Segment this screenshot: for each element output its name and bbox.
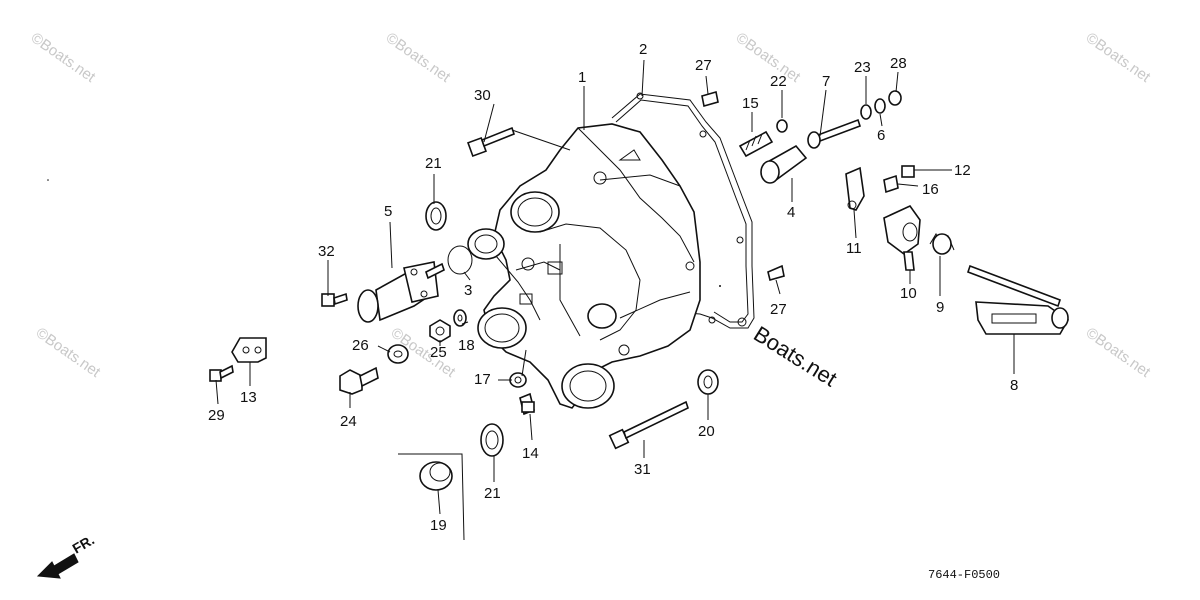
callout-12: 12 (954, 162, 971, 179)
callout-11: 11 (846, 240, 862, 257)
callout-22: 22 (770, 73, 787, 90)
front-marker-label: FR. (70, 531, 98, 556)
callout-19: 19 (430, 517, 447, 534)
callout-26: 26 (352, 337, 369, 354)
washer-6-part (874, 98, 886, 114)
callout-13: 13 (240, 389, 257, 406)
callout-31: 31 (634, 461, 651, 478)
stray-marks (47, 179, 721, 287)
callout-14: 14 (522, 445, 539, 462)
callout-6: 6 (877, 127, 885, 144)
callout-21-lower: 21 (484, 485, 501, 502)
bolt-24-part (339, 366, 379, 395)
plug-19-part (419, 461, 453, 491)
oil-seal-21-lower-part (480, 423, 504, 457)
callout-15: 15 (742, 95, 759, 112)
arm-11-part (845, 166, 865, 211)
plug-frame (398, 453, 465, 541)
washer-23-part (860, 104, 872, 120)
callout-29: 29 (208, 407, 225, 424)
seal-17-part (509, 372, 527, 388)
spring-9-part (929, 232, 955, 255)
callout-9: 9 (936, 299, 944, 316)
washer-28-part (888, 90, 902, 106)
watermark: ©Boats.net (33, 324, 104, 381)
gasket-holes (636, 92, 747, 327)
nut-25-part (429, 319, 451, 343)
watermark: ©Boats.net (1083, 29, 1154, 86)
callout-7: 7 (822, 73, 830, 90)
o-ring-3-part (447, 245, 473, 275)
watermark: ©Boats.net (28, 29, 99, 86)
callout-1: 1 (578, 69, 586, 86)
callout-4: 4 (787, 204, 795, 221)
callout-18: 18 (458, 337, 475, 354)
pin-27-top-part (701, 90, 719, 108)
pin-27-lower-part (767, 264, 785, 281)
washer-22-part (776, 119, 788, 133)
bolt-7-part (807, 118, 862, 149)
case-cover-part (467, 123, 701, 409)
brand-stamp: Boats.net (749, 321, 841, 391)
callout-3: 3 (464, 282, 472, 299)
callout-24: 24 (340, 413, 357, 430)
washer-16-part (883, 174, 899, 194)
diagram-code: 7644-F0500 (928, 568, 1000, 582)
oil-seal-21-upper-part (425, 201, 447, 231)
callout-21-upper: 21 (425, 155, 442, 172)
callout-30: 30 (474, 87, 491, 104)
callout-17: 17 (474, 371, 491, 388)
callout-5: 5 (384, 203, 392, 220)
bolt-32-part (321, 292, 348, 307)
watermark: ©Boats.net (1083, 324, 1154, 381)
bolt-30-part (467, 126, 515, 157)
bolt-14-part (519, 392, 535, 416)
housing-5-part (357, 261, 445, 323)
callout-20: 20 (698, 423, 715, 440)
callout-2: 2 (639, 41, 647, 58)
watermark: ©Boats.net (383, 29, 454, 86)
bolt-31-part (608, 400, 689, 450)
front-arrow-icon (36, 553, 79, 579)
gasket-part-inner (615, 99, 749, 323)
bolt-29-part (209, 364, 234, 382)
callout-8: 8 (1010, 377, 1018, 394)
seal-20-part (697, 369, 719, 395)
stud-15-part (738, 130, 774, 158)
bushing-4-part (760, 144, 808, 184)
leader-lines (215, 59, 1015, 515)
callout-32: 32 (318, 243, 335, 260)
callouts: 1 2 27 22 7 23 28 30 15 6 21 12 16 4 5 1… (208, 41, 1018, 534)
callout-10: 10 (900, 285, 917, 302)
watermark: ©Boats.net (733, 29, 804, 86)
washer-18-part (453, 309, 467, 327)
bracket-13-part (231, 337, 267, 363)
callout-27-lower: 27 (770, 301, 787, 318)
callout-16: 16 (922, 181, 939, 198)
lever-10-part (883, 204, 921, 271)
callout-27: 27 (695, 57, 712, 74)
callout-28: 28 (890, 55, 907, 72)
shift-arm-8-part (966, 264, 1070, 335)
callout-23: 23 (854, 59, 871, 76)
callout-25: 25 (430, 344, 447, 361)
bolt-12-part (901, 165, 915, 178)
washer-26-part (387, 344, 409, 364)
